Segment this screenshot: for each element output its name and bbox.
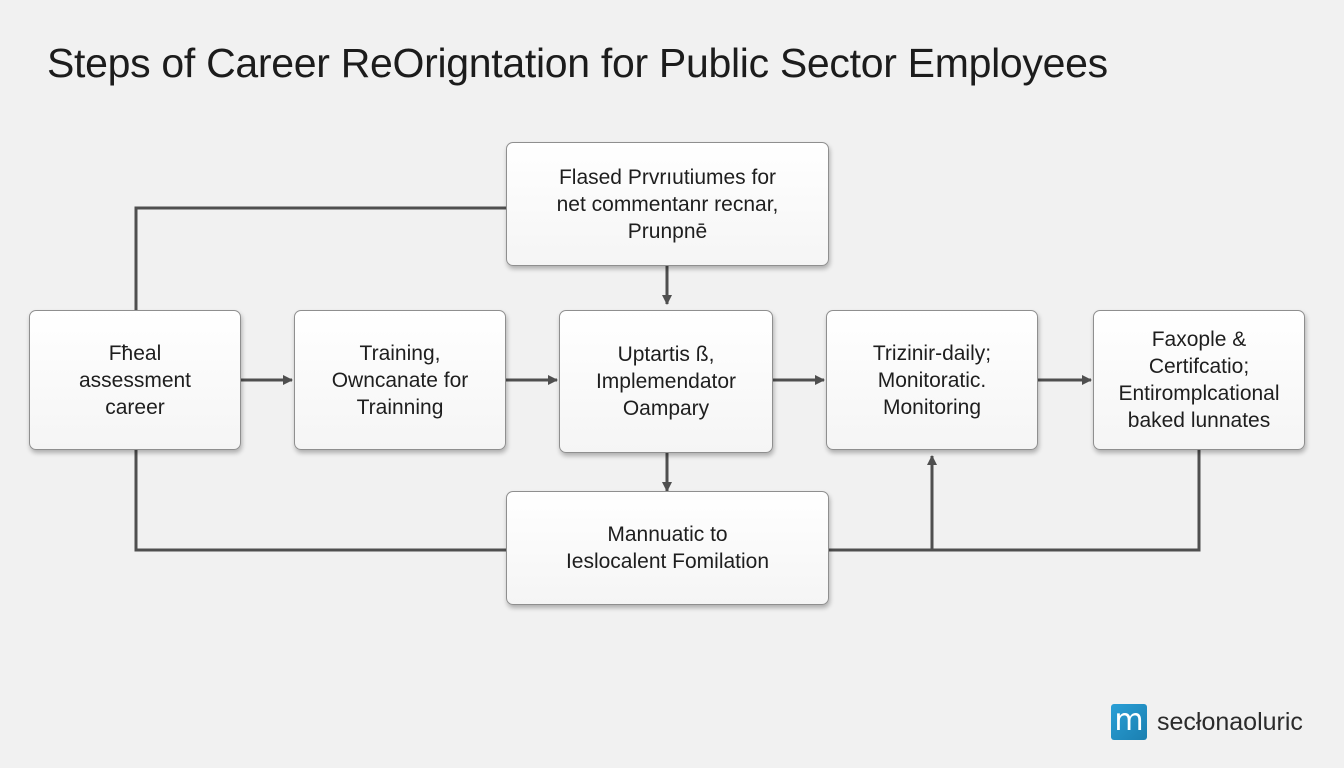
node-assessment-line-2: assessment — [78, 368, 192, 392]
diagram-title: Steps of Career ReOrigntation for Public… — [47, 40, 1108, 86]
node-implementation: Uptartis ß, Implemendator Oampary — [559, 310, 773, 453]
node-bottom: Mannuatic to Ieslocalent Fomilation — [506, 491, 829, 605]
node-monitoring: Trizinir-daily; Monitoratic. Monitoring — [826, 310, 1038, 450]
node-training-line-1: Training, — [359, 341, 441, 365]
connector-top-to-n1 — [134, 206, 506, 310]
node-implementation-line-3: Oampary — [622, 397, 710, 420]
connector-bottom-to-n5 — [829, 450, 1201, 552]
node-assessment: Fħeal assessment career — [29, 310, 241, 450]
node-certification: Faxople & Certifcatio; Entiromplcational… — [1093, 310, 1305, 450]
node-implementation-line-2: Implemendator — [595, 370, 737, 393]
node-monitoring-line-2: Monitoratic. — [877, 368, 987, 392]
connector-n1-to-bottom — [134, 450, 506, 552]
node-assessment-line-1: Fħeal — [108, 341, 162, 365]
node-assessment-line-3: career — [105, 395, 165, 419]
node-training-line-2: Owncanate for — [331, 368, 469, 392]
node-implementation-line-1: Uptartis ß, — [617, 343, 715, 366]
logo-mark-icon: m — [1111, 704, 1147, 740]
node-certification-line-1: Faxople & — [1151, 328, 1247, 351]
node-top-line-3: Prunpnē — [627, 219, 708, 243]
brand-logo: m secłonaoluric — [1111, 704, 1303, 740]
logo-text: secłonaoluric — [1157, 707, 1303, 736]
node-certification-line-4: baked lunnates — [1127, 409, 1271, 432]
node-monitoring-line-1: Trizinir-daily; — [872, 341, 992, 365]
node-top-line-1: Flased Prvrıutiumes for — [558, 165, 777, 189]
node-top-line-2: net commentanr recnar, — [556, 192, 779, 216]
node-bottom-line-2: Ieslocalent Fomilation — [565, 550, 770, 573]
node-certification-line-3: Entiromplcational — [1118, 382, 1280, 405]
node-certification-line-2: Certifcatio; — [1148, 355, 1250, 378]
node-top: Flased Prvrıutiumes for net commentanr r… — [506, 142, 829, 266]
node-training: Training, Owncanate for Trainning — [294, 310, 506, 450]
node-training-line-3: Trainning — [356, 395, 444, 419]
node-monitoring-line-3: Monitoring — [882, 395, 982, 419]
node-bottom-line-1: Mannuatic to — [607, 523, 728, 546]
